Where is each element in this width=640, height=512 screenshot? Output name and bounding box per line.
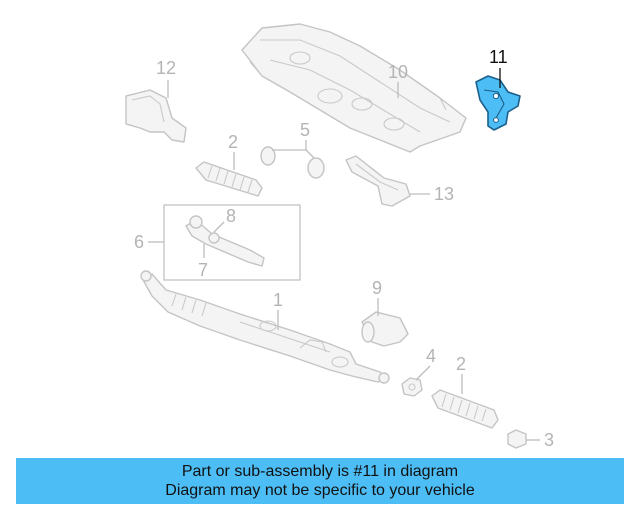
callout-7: 7 (198, 260, 208, 280)
part-4-nut[interactable] (401, 377, 423, 397)
part-2-boot-lower[interactable] (431, 389, 499, 429)
part-3-clip[interactable] (507, 429, 527, 449)
part-1-steering-rack[interactable] (140, 270, 390, 384)
callout-6: 6 (134, 232, 144, 252)
part-12-bracket[interactable] (125, 89, 187, 143)
part-2-boot-upper[interactable] (195, 161, 263, 197)
callout-4: 4 (426, 346, 436, 366)
part-9-seal[interactable] (361, 311, 409, 347)
part-7-8-tie-rod-end[interactable] (185, 215, 265, 267)
callout-11: 11 (489, 47, 508, 67)
part-13-bracket[interactable] (345, 155, 411, 207)
callout-2-upper: 2 (228, 132, 238, 152)
callout-3: 3 (544, 430, 554, 450)
part-5-ring-right[interactable] (307, 157, 325, 179)
callout-13: 13 (434, 184, 454, 204)
callout-10: 10 (388, 62, 408, 82)
callout-9: 9 (372, 278, 382, 298)
part-10-crossmember[interactable] (241, 23, 467, 153)
leader-lines (148, 68, 540, 441)
callout-1: 1 (273, 290, 283, 310)
callout-8: 8 (226, 206, 236, 226)
info-banner: Part or sub-assembly is #11 in diagram D… (16, 458, 624, 504)
banner-line-2: Diagram may not be specific to your vehi… (165, 482, 475, 499)
callout-2-lower: 2 (456, 354, 466, 374)
callout-12: 12 (156, 58, 176, 78)
banner-line-1: Part or sub-assembly is #11 in diagram (181, 463, 459, 480)
callout-5: 5 (300, 120, 310, 140)
part-11-bracket-highlighted[interactable] (475, 75, 521, 131)
parts-diagram: 10 11 12 2 5 13 6 8 7 1 9 4 2 3 (125, 23, 554, 450)
part-5-ring-left[interactable] (260, 146, 276, 166)
